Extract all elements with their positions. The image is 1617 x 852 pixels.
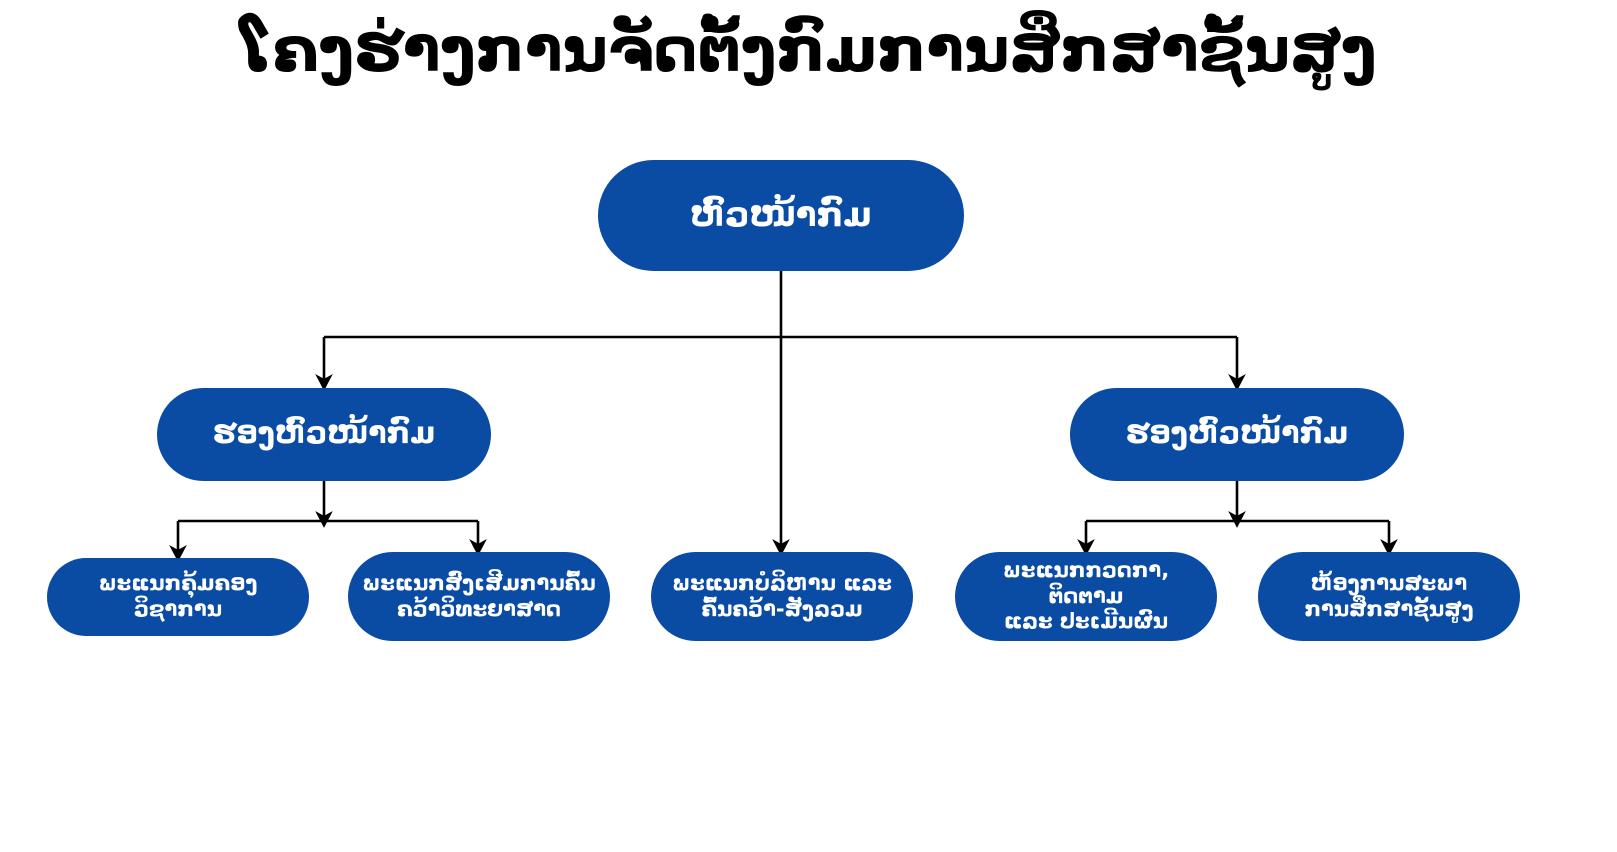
node-leaf-4-label: ພະແນກກວດກາ, ຕິດຕາມ ແລະ ປະເມີນຜົນ: [1002, 558, 1170, 634]
node-leaf-3-label: ພະແນກບໍລິຫານ ແລະ ຄົ້ນຄວ້າ-ສັງລວມ: [672, 570, 892, 621]
node-deputy-head-right[interactable]: ຮອງຫົວໜ້າກົມ: [1070, 388, 1404, 481]
node-administration-division[interactable]: ພະແນກບໍລິຫານ ແລະ ຄົ້ນຄວ້າ-ສັງລວມ: [651, 552, 913, 641]
node-inspection-evaluation-division[interactable]: ພະແນກກວດກາ, ຕິດຕາມ ແລະ ປະເມີນຜົນ: [955, 552, 1217, 641]
node-leaf-1-label: ພະແນກຄຸ້ມຄອງວິຊາການ: [98, 571, 258, 621]
node-higher-education-council-office[interactable]: ຫ້ອງການສະພາ ການສຶກສາຊັ້ນສູງ: [1258, 552, 1520, 641]
node-deputy-right-label: ຮອງຫົວໜ້າກົມ: [1125, 416, 1349, 452]
node-research-promotion-division[interactable]: ພະແນກສົ່ງເສີມການຄົ້ນ ຄວ້າວິທະຍາສາດ: [348, 552, 610, 641]
node-department-head[interactable]: ຫົວໜ້າກົມ: [598, 160, 964, 271]
node-root-label: ຫົວໜ້າກົມ: [690, 194, 872, 235]
node-leaf-2-label: ພະແນກສົ່ງເສີມການຄົ້ນ ຄວ້າວິທະຍາສາດ: [362, 570, 596, 621]
node-academic-management-division[interactable]: ພະແນກຄຸ້ມຄອງວິຊາການ: [47, 558, 309, 636]
node-deputy-head-left[interactable]: ຮອງຫົວໜ້າກົມ: [157, 388, 491, 481]
page-title: ໂຄງຮ່າງການຈັດຕັ້ງກົມການສຶກສາຊັ້ນສູງ: [240, 13, 1377, 86]
node-leaf-5-label: ຫ້ອງການສະພາ ການສຶກສາຊັ້ນສູງ: [1304, 570, 1474, 621]
node-deputy-left-label: ຮອງຫົວໜ້າກົມ: [212, 416, 436, 452]
